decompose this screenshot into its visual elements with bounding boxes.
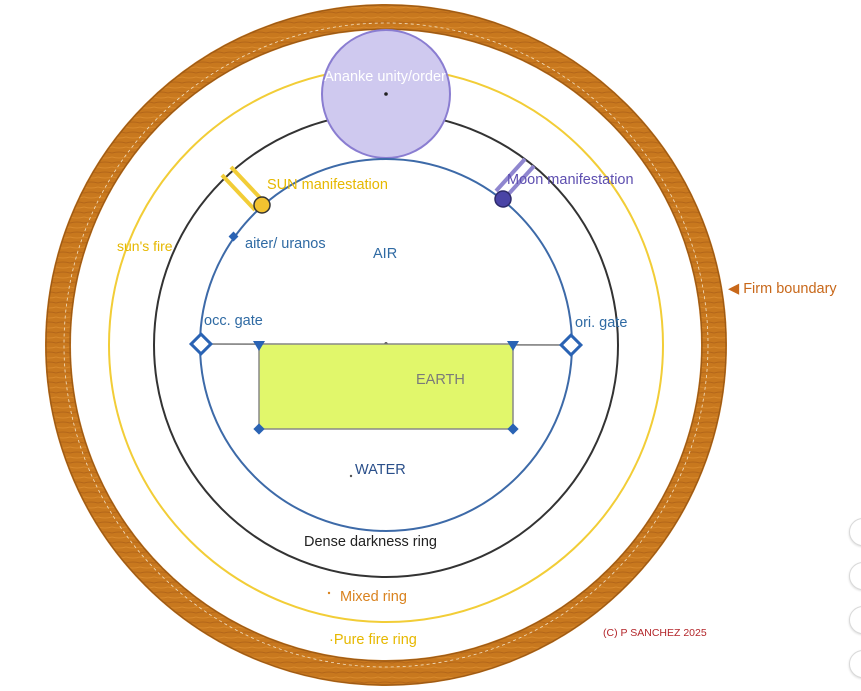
earth-label: EARTH: [416, 372, 465, 388]
air-label: AIR: [373, 246, 397, 262]
firm-boundary-arrow-icon: ◀: [728, 281, 743, 297]
occ-gate-label: occ. gate: [204, 313, 263, 329]
ananke-circle: [321, 29, 451, 159]
sun-fire-label: sun's fire: [117, 238, 173, 254]
moon-marker: [494, 157, 536, 208]
ori-gate-label: ori. gate: [575, 315, 627, 331]
earth-corner-top-right: [507, 341, 519, 351]
earth-rectangle: [258, 343, 514, 430]
dense-darkness-ring-label: Dense darkness ring: [304, 534, 437, 550]
earth-corner-top-left: [253, 341, 265, 351]
occ-gate-marker: [188, 331, 214, 357]
pure-fire-ring-label: ·Pure fire ring: [329, 632, 417, 648]
firm-boundary-ring: [45, 4, 727, 686]
mixed-ring-label: Mixed ring: [340, 589, 407, 605]
earth-corner-bottom-left: [253, 423, 265, 435]
ananke-label: Ananke unity/order: [324, 69, 446, 85]
moon-manifestation-label: Moon manifestation: [507, 172, 634, 188]
sun-marker: [220, 165, 271, 214]
copyright-label: (C) P SANCHEZ 2025: [603, 627, 707, 639]
sun-manifestation-label: SUN manifestation: [267, 177, 388, 193]
mixed-ring-point: [327, 591, 331, 595]
aiter-marker: [228, 231, 239, 242]
firm-boundary-label: ◀ Firm boundary: [728, 281, 837, 297]
earth-corner-bottom-right: [507, 423, 519, 435]
ori-gate-marker: [558, 332, 584, 358]
aiter-uranos-label: aiter/ uranos: [245, 236, 326, 252]
water-point: [349, 474, 353, 478]
water-label: WATER: [355, 462, 406, 478]
